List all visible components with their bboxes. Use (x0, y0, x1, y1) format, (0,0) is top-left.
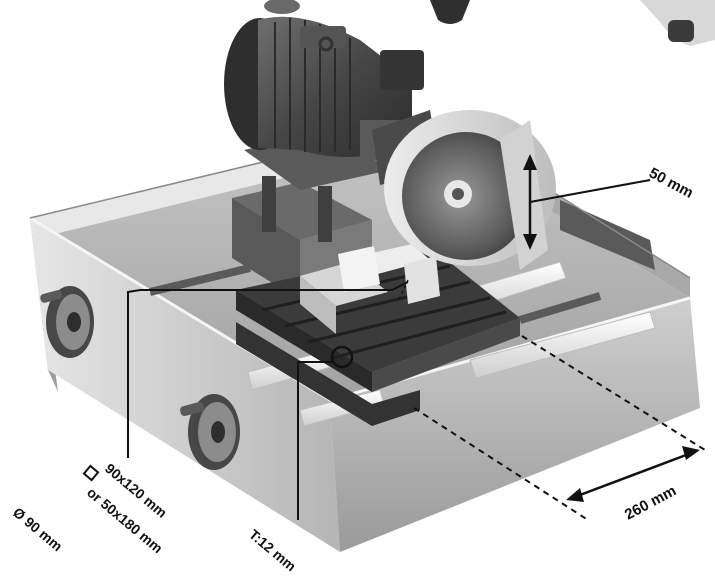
travel-dimension (413, 335, 706, 521)
caster-wheels-top (264, 0, 715, 46)
height-label: 50 mm (646, 165, 696, 202)
height-dimension (523, 154, 651, 250)
travel-label: 260 mm (622, 482, 679, 523)
handwheel-upper (40, 286, 94, 358)
slot-label: T:12 mm (246, 526, 299, 574)
handwheel-lower (180, 394, 240, 470)
slot-dimension (297, 345, 354, 520)
square-icon (82, 464, 100, 482)
blade-guard (384, 110, 556, 270)
capacity-leader (82, 279, 409, 482)
vise (300, 244, 440, 334)
capacity-round-label: Ø 90 mm (10, 504, 66, 554)
